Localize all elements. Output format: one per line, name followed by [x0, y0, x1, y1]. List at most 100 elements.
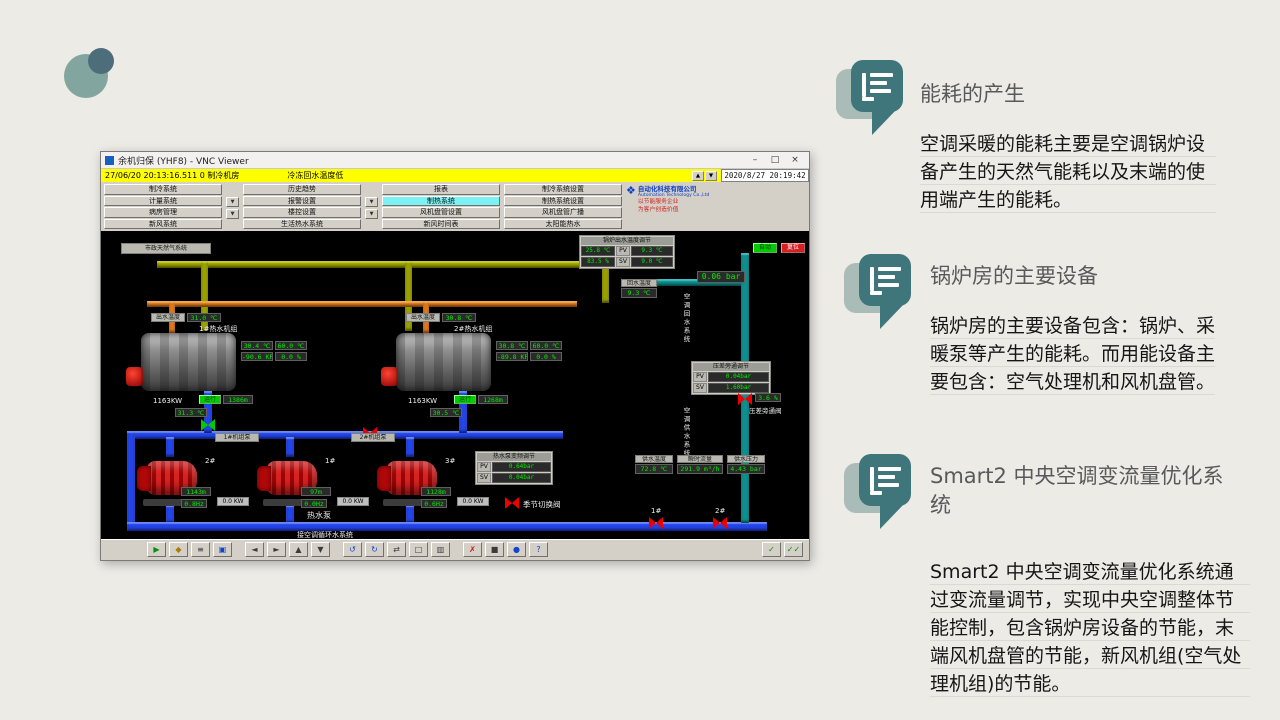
pump1-frequency: 0.0Hz — [301, 499, 327, 508]
menu-button-0-2[interactable]: 报表 — [382, 184, 500, 195]
undo-icon[interactable]: ↺ — [343, 542, 362, 557]
pump3-id-label: 3# — [445, 457, 456, 465]
bypass-valve[interactable] — [738, 393, 752, 405]
window-titlebar[interactable]: 余机归保 (YHF8) - VNC Viewer – □ × — [101, 152, 809, 169]
auto-mode-button[interactable]: 自动 — [753, 243, 777, 253]
redo-icon[interactable]: ↻ — [365, 542, 384, 557]
return-pipe-label: 空调回水系统 — [682, 293, 690, 344]
bypass-pv: 0.04bar — [708, 372, 769, 382]
alarm-scroll-down-icon[interactable]: ▼ — [705, 170, 717, 181]
menu-scroll-icon[interactable]: ▼ — [365, 209, 378, 219]
section3-pin-icon — [844, 454, 914, 534]
menu-button-0-1[interactable]: 历史趋势 — [243, 184, 361, 195]
menu-scroll-icon[interactable]: ▼ — [226, 197, 239, 207]
boiler2-burner-icon — [381, 367, 398, 386]
menu-button-3-2[interactable]: 新风时间表 — [382, 218, 500, 229]
back-icon[interactable]: ◄ — [245, 542, 264, 557]
menu-button-2-1[interactable]: 楼控设置 — [243, 207, 361, 218]
transfer-icon[interactable]: ⇄ — [387, 542, 406, 557]
print-icon[interactable]: ≡ — [191, 542, 210, 557]
menu-button-2-2[interactable]: 风机盘管设置 — [382, 207, 500, 218]
boiler1-outlet-valve[interactable] — [201, 419, 215, 431]
bottom-valve-2[interactable] — [713, 517, 727, 529]
pipe-gas-drop-2 — [405, 261, 412, 331]
menu-column-4: 制冷系统设置 制热系统设置 风机盘管广播 太阳能热水 — [504, 184, 622, 229]
menu-button-1-1[interactable]: 报警设置 — [243, 195, 361, 206]
help-icon[interactable]: ? — [529, 542, 548, 557]
sv-label: SV — [477, 473, 491, 483]
boiler2-image[interactable] — [381, 333, 491, 391]
pipe-water-upper — [127, 431, 563, 439]
supply-temp-tag: 供水温度 — [635, 455, 673, 463]
pipe-pump-drop-3 — [406, 505, 414, 523]
bypass-opening-pct: 3.6 % — [755, 393, 781, 402]
boiler-outlet-sv: 9.0 ℃ — [631, 257, 673, 267]
menu-button-3-3[interactable]: 太阳能热水 — [504, 218, 622, 229]
close-doc-icon[interactable]: ✗ — [463, 542, 482, 557]
bottom-valve1-label: 1# — [651, 507, 662, 515]
menu-button-1-0[interactable]: 计量系统 — [104, 195, 222, 206]
supply-pipe-label: 空调供水系统 — [682, 407, 690, 458]
section2-title: 锅炉房的主要设备 — [930, 264, 1098, 288]
menu-button-2-3[interactable]: 风机盘管广播 — [504, 207, 622, 218]
window-title: 余机归保 (YHF8) - VNC Viewer — [118, 156, 249, 167]
run-icon[interactable]: ▶ — [147, 542, 166, 557]
bypass-panel: 压差旁通调节 PV 0.04bar SV 1.60bar — [691, 361, 771, 395]
close-button[interactable]: × — [791, 155, 799, 165]
pump3-image[interactable] — [377, 455, 443, 507]
pipe-boiler2-drop — [459, 391, 467, 433]
return-temp-tag: 回水温度 — [621, 279, 657, 287]
section2-pin-icon — [844, 254, 914, 334]
ack-icon[interactable]: ✓ — [762, 542, 781, 557]
up-icon[interactable]: ▲ — [289, 542, 308, 557]
menu-button-3-0[interactable]: 新风系统 — [104, 218, 222, 229]
season-switch-valve[interactable] — [505, 497, 519, 509]
page-icon[interactable]: □ — [409, 542, 428, 557]
pump1-image[interactable] — [257, 455, 323, 507]
pump-frequency-panel-title: 热水泵变频调节 — [477, 453, 551, 461]
menu-button-0-3[interactable]: 制冷系统设置 — [504, 184, 622, 195]
pump1-id-label: 1# — [325, 457, 336, 465]
alarm-scroll-up-icon[interactable]: ▲ — [692, 170, 704, 181]
menu-button-2-0[interactable]: 病房管理 — [104, 207, 222, 218]
boiler1-image[interactable] — [126, 333, 236, 391]
boiler2-runtime-hours: 1268m — [478, 395, 508, 404]
lock-icon[interactable]: ■ — [485, 542, 504, 557]
monitor-icon[interactable]: ▣ — [213, 542, 232, 557]
minimize-button[interactable]: – — [752, 155, 758, 165]
bottom-valve-1[interactable] — [649, 517, 663, 529]
menu-button-0-0[interactable]: 制冷系统 — [104, 184, 222, 195]
copy-icon[interactable]: ▥ — [431, 542, 450, 557]
boiler1-value-4: 0.0 % — [275, 352, 307, 361]
pipe-gas-horizontal — [157, 261, 609, 268]
menu-button-1-3[interactable]: 制热系统设置 — [504, 195, 622, 206]
menu-button-1-2[interactable]: 制热系统 — [382, 195, 500, 206]
down-icon[interactable]: ▼ — [311, 542, 330, 557]
company-logo-icon: ❖ — [626, 184, 636, 197]
menu-scroll-icon[interactable]: ▼ — [365, 197, 378, 207]
confirm-icon[interactable]: ✓✓ — [784, 542, 803, 557]
pv-label: PV — [616, 246, 630, 256]
key-icon[interactable]: ◆ — [169, 542, 188, 557]
boiler1-run-indicator: 运行 — [199, 395, 221, 404]
maximize-button[interactable]: □ — [770, 155, 780, 165]
forward-icon[interactable]: ► — [267, 542, 286, 557]
info-icon[interactable]: ● — [507, 542, 526, 557]
pv-label: PV — [477, 462, 491, 472]
pump3-frequency: 0.6Hz — [421, 499, 447, 508]
toolbar-right-group: ✓ ✓✓ — [762, 542, 803, 557]
boiler-outlet-temp: 25.8 ℃ — [581, 246, 615, 256]
vnc-app-icon — [105, 155, 114, 165]
pipe-boiler1-drop — [204, 391, 212, 433]
menu-scroll-icon[interactable]: ▼ — [226, 209, 239, 219]
sv-label: SV — [693, 383, 707, 393]
menu-button-3-1[interactable]: 生活热水系统 — [243, 218, 361, 229]
pump-frequency-pv: 0.64bar — [492, 462, 551, 472]
pump-group-label: 热水泵 — [307, 511, 331, 520]
reset-button[interactable]: 复位 — [781, 243, 805, 253]
pipe-gas-drop-3 — [602, 261, 609, 303]
boiler1-supply-tag: 出水温度 — [151, 313, 185, 322]
pipe-water-bottom — [127, 522, 767, 531]
boiler-outlet-output: 83.5 % — [581, 257, 615, 267]
section1-body: 空调采暖的能耗主要是空调锅炉设备产生的天然气能耗以及末端的使用端产生的能耗。 — [920, 130, 1216, 214]
